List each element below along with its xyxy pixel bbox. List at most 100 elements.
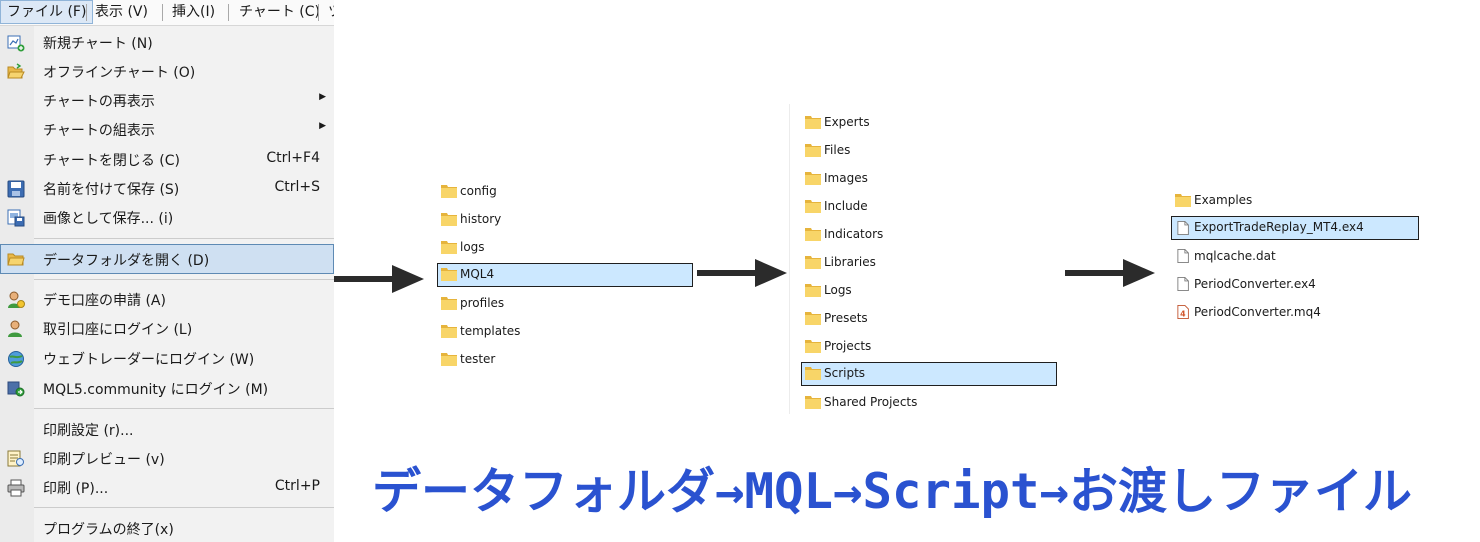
file-name: mqlcache.dat [1194,249,1276,263]
menu-divider [34,238,334,239]
user-add-icon [8,291,25,308]
folder-icon [441,353,457,366]
menu-item-label: 印刷設定 (r)... [43,423,134,439]
menu-item-label: チャートの再表示 [43,94,155,110]
menubar-divider [86,4,87,21]
folder-icon [441,185,457,198]
mq4-source-file-icon: 4 [1177,305,1189,319]
menu-item-label: チャートの組表示 [43,123,155,139]
menu-file[interactable]: ファイル (F) [0,0,94,24]
folder-name: history [460,212,502,226]
menu-item-label: 新規チャート (N) [43,36,153,52]
menu-item-save-as[interactable]: 名前を付けて保存 (S) Ctrl+S [0,174,334,203]
menu-tools[interactable]: ツ [322,0,334,24]
menu-item-label: オフラインチャート (O) [43,65,196,81]
menu-item-login-web-trader[interactable]: ウェブトレーダーにログイン (W) [0,344,334,373]
folder-name: Files [824,143,851,157]
folder-icon [7,253,25,266]
arrow-right-icon [697,259,787,287]
folder-icon [441,241,457,254]
menu-item-label: ウェブトレーダーにログイン (W) [43,352,255,368]
menu-item-label: 印刷プレビュー (v) [43,452,165,468]
file-name: PeriodConverter.ex4 [1194,277,1316,291]
save-image-icon [7,209,25,227]
folder-icon [441,213,457,226]
menu-chart[interactable]: チャート (C) [239,4,321,20]
folder-name: MQL4 [460,267,495,281]
folder-row-scripts[interactable]: Scripts [801,362,1057,386]
menu-bar: ファイル (F) 表示 (V) 挿入(I) チャート (C) ツ [0,0,334,26]
menu-item-close-chart[interactable]: チャートを閉じる (C) Ctrl+F4 [0,145,334,174]
folder-name: Scripts [824,366,866,380]
menu-item-label: チャートを閉じる (C) [43,153,181,169]
folder-name: Presets [824,311,868,325]
data-folder-list: config history logs MQL4 profiles templa… [437,180,693,380]
menu-insert[interactable]: 挿入(I) [172,4,216,20]
open-folder-icon [7,63,25,79]
menu-item-print[interactable]: 印刷 (P)... Ctrl+P [0,473,334,502]
file-name: Examples [1194,193,1253,207]
menu-item-reshow-chart[interactable]: チャートの再表示 ▶ [0,86,334,115]
folder-name: Shared Projects [824,395,918,409]
menu-divider [34,507,334,508]
file-name: PeriodConverter.mq4 [1194,305,1321,319]
menu-item-print-setup[interactable]: 印刷設定 (r)... [0,415,334,444]
user-login-icon [8,320,22,337]
folder-icon [805,396,821,409]
arrow-right-icon [334,265,424,293]
svg-text:4: 4 [1180,309,1186,318]
menu-item-save-picture[interactable]: 画像として保存... (i) [0,203,334,232]
submenu-arrow-icon: ▶ [319,121,326,131]
file-menu-panel: ファイル (F) 表示 (V) 挿入(I) チャート (C) ツ 新規チャート … [0,0,334,542]
caption-text: データフォルダ→MQL→Script→お渡しファイル [372,463,1413,520]
file-name: ExportTradeReplay_MT4.ex4 [1194,220,1364,234]
menu-item-login-trade-account[interactable]: 取引口座にログイン (L) [0,314,334,343]
menu-item-label: デモ口座の申請 (A) [43,293,166,309]
menu-item-login-mql5-community[interactable]: MQL5.community にログイン (M) [0,374,334,403]
folder-name: Experts [824,115,870,129]
menu-item-label: 印刷 (P)... [43,481,109,497]
file-icon [1177,249,1189,263]
folder-icon [805,228,821,241]
menu-view[interactable]: 表示 (V) [95,4,148,20]
file-row-export-trade-replay[interactable]: ExportTradeReplay_MT4.ex4 [1171,216,1419,240]
folder-icon [805,116,821,129]
printer-icon [7,479,25,497]
menu-item-shortcut: Ctrl+P [274,478,320,494]
folder-name: Projects [824,339,872,353]
folder-name: config [460,184,497,198]
menu-item-open-data-folder[interactable]: データフォルダを開く (D) [0,244,334,274]
folder-icon [805,144,821,157]
folder-name: tester [460,352,496,366]
menu-item-label: 名前を付けて保存 (S) [43,182,180,198]
menu-divider [34,408,334,409]
folder-row-mql4[interactable]: MQL4 [437,263,693,287]
folder-name: logs [460,240,485,254]
file-icon [1177,221,1189,235]
folder-name: Logs [824,283,852,297]
menu-item-print-preview[interactable]: 印刷プレビュー (v) [0,444,334,473]
menu-item-open-demo-account[interactable]: デモ口座の申請 (A) [0,285,334,314]
folder-name: Images [824,171,868,185]
menu-item-label: 画像として保存... (i) [43,211,174,227]
folder-icon [441,297,457,310]
print-preview-icon [7,450,24,467]
folder-icon [805,340,821,353]
menu-item-label: 取引口座にログイン (L) [43,322,193,338]
menu-item-exit[interactable]: プログラムの終了(x) [0,514,334,542]
submenu-arrow-icon: ▶ [319,92,326,102]
menu-item-new-chart[interactable]: 新規チャート (N) [0,28,334,57]
menu-item-label: プログラムの終了(x) [43,522,174,538]
menubar-divider [228,4,229,21]
menubar-divider [318,4,319,21]
folder-name: templates [460,324,521,338]
folder-icon [805,284,821,297]
folder-icon [441,325,457,338]
menu-divider [34,279,334,280]
menu-item-label: MQL5.community にログイン (M) [43,382,269,398]
menu-item-shortcut: Ctrl+S [274,179,320,195]
menu-item-offline-chart[interactable]: オフラインチャート (O) [0,57,334,86]
menu-item-chart-profiles[interactable]: チャートの組表示 ▶ [0,115,334,144]
folder-name: Include [824,199,868,213]
arrow-right-icon [1065,259,1155,287]
